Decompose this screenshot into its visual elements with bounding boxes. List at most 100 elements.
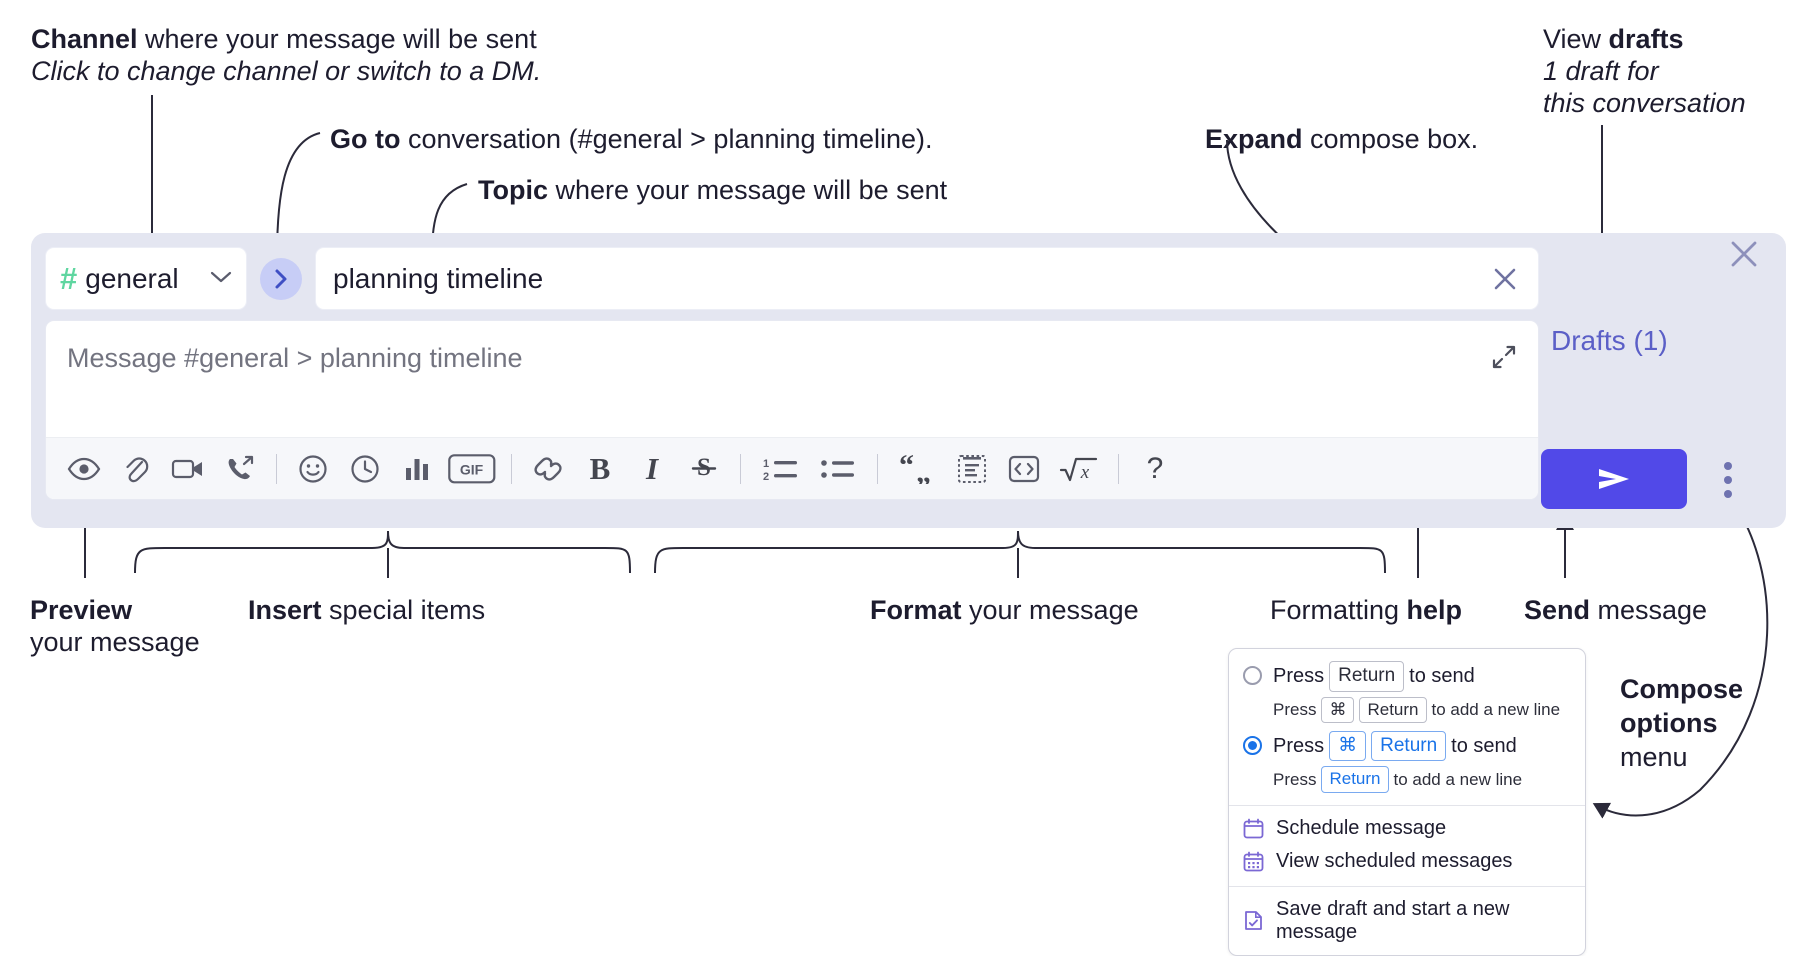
formatting-toolbar: GIF B I S 12 — [46, 437, 1538, 499]
annotation-goto: Go to conversation (#general > planning … — [330, 124, 933, 156]
strikethrough-icon[interactable]: S — [678, 443, 730, 495]
bold-label: B — [589, 450, 611, 486]
press-label: Press — [1273, 664, 1325, 687]
kebab-dot — [1724, 462, 1732, 470]
to-send-label: to send — [1409, 664, 1475, 687]
italic-label: I — [645, 450, 659, 486]
annotation-preview: Preview your message — [30, 595, 200, 659]
svg-text:“: “ — [899, 454, 914, 482]
toolbar-divider — [276, 453, 277, 484]
annotation-topic-bold: Topic — [478, 175, 548, 205]
preview-icon[interactable] — [58, 443, 110, 495]
key-return: Return — [1321, 766, 1389, 793]
annotation-preview-line2: your message — [30, 626, 200, 657]
go-to-conversation-button[interactable] — [260, 257, 302, 300]
key-return: Return — [1371, 730, 1447, 762]
send-option-cmd-return[interactable]: Press ⌘ Return to send Press Return to a… — [1229, 727, 1585, 797]
annotation-goto-rest: conversation (#general > planning timeli… — [400, 124, 933, 154]
gif-icon[interactable]: GIF — [443, 443, 501, 495]
message-placeholder: Message #general > planning timeline — [67, 343, 523, 373]
channel-selector[interactable]: # general — [45, 247, 247, 310]
message-input[interactable]: Message #general > planning timeline — [45, 320, 1539, 500]
annotation-drafts-bold: drafts — [1608, 24, 1684, 54]
link-icon[interactable] — [522, 443, 574, 495]
blockquote-icon[interactable]: “„ — [888, 443, 946, 495]
send-option-return[interactable]: Press Return to send Press ⌘ Return to a… — [1229, 657, 1585, 727]
drafts-link[interactable]: Drafts (1) — [1551, 325, 1668, 356]
code-block-icon[interactable] — [946, 443, 998, 495]
expand-icon[interactable] — [1484, 337, 1524, 377]
close-compose-button[interactable] — [1722, 232, 1766, 276]
annotation-goto-bold: Go to — [330, 124, 401, 154]
save-draft-icon — [1243, 910, 1264, 931]
svg-text:1: 1 — [763, 458, 769, 470]
radio-return[interactable] — [1243, 666, 1262, 685]
hash-icon: # — [60, 261, 77, 296]
menu-item-label: Save draft and start a new message — [1276, 897, 1510, 943]
close-icon[interactable] — [1482, 256, 1528, 302]
call-icon[interactable] — [214, 443, 266, 495]
help-icon[interactable]: ? — [1129, 443, 1181, 495]
help-label: ? — [1146, 451, 1164, 485]
bold-icon[interactable]: B — [574, 443, 626, 495]
newline-label: to add a new line — [1431, 699, 1561, 719]
annotation-format-rest: your message — [961, 595, 1139, 625]
annotation-compose-bold1: Compose — [1620, 674, 1744, 704]
calendar-grid-icon — [1243, 851, 1264, 872]
attachment-icon[interactable] — [110, 443, 162, 495]
chevron-right-icon — [275, 269, 287, 288]
emoji-icon[interactable] — [287, 443, 339, 495]
send-option-return-line: Press Return to send — [1273, 661, 1560, 692]
send-button[interactable] — [1541, 449, 1687, 509]
menu-item-save-draft[interactable]: Save draft and start a new message — [1229, 893, 1585, 949]
annotation-compose-options: Compose options menu — [1620, 672, 1743, 774]
annotation-send-rest: message — [1590, 595, 1708, 625]
send-option-cmd-return-sub: Press Return to add a new line — [1273, 766, 1523, 793]
annotation-drafts: View drafts 1 draft for this conversatio… — [1543, 24, 1746, 120]
menu-item-schedule-message[interactable]: Schedule message — [1229, 812, 1585, 845]
key-return: Return — [1359, 696, 1427, 723]
toolbar-divider — [1118, 453, 1119, 484]
menu-separator — [1229, 804, 1585, 806]
radio-cmd-return[interactable] — [1243, 735, 1262, 755]
menu-item-view-scheduled[interactable]: View scheduled messages — [1229, 845, 1585, 878]
poll-icon[interactable] — [391, 443, 443, 495]
press-label: Press — [1273, 699, 1317, 719]
channel-name: general — [85, 262, 179, 294]
video-icon[interactable] — [162, 443, 214, 495]
bullet-list-icon[interactable] — [809, 443, 867, 495]
toolbar-divider — [877, 453, 878, 484]
menu-separator — [1229, 885, 1585, 887]
annotation-send-bold: Send — [1524, 595, 1591, 625]
compose-header-row: # general planning timeline — [45, 247, 1539, 310]
compose-box: # general planning timeline Message #gen… — [31, 233, 1786, 528]
annotation-channel-italic: Click to change channel or switch to a D… — [31, 55, 542, 86]
send-option-cmd-return-line: Press ⌘ Return to send — [1273, 730, 1522, 762]
topic-field[interactable]: planning timeline — [315, 247, 1539, 310]
toolbar-divider — [511, 453, 512, 484]
annotation-topic-rest: where your message will be sent — [548, 175, 948, 205]
chevron-down-icon — [210, 268, 232, 289]
to-send-label: to send — [1451, 734, 1517, 757]
annotation-expand: Expand compose box. — [1205, 124, 1478, 156]
annotation-channel: Channel where your message will be sent … — [31, 24, 541, 88]
svg-text:x: x — [1080, 462, 1090, 483]
annotation-insert-bold: Insert — [248, 595, 322, 625]
annotation-drafts-italic1: 1 draft for — [1543, 55, 1659, 86]
key-return: Return — [1329, 661, 1405, 692]
kebab-dot — [1724, 490, 1732, 498]
svg-text:GIF: GIF — [460, 461, 484, 477]
annotation-help-pre: Formatting — [1270, 595, 1407, 625]
compose-options-button[interactable] — [1713, 458, 1743, 502]
send-icon — [1599, 469, 1629, 489]
code-icon[interactable] — [998, 443, 1050, 495]
press-label: Press — [1273, 734, 1325, 757]
compose-inner: # general planning timeline Message #gen… — [45, 247, 1539, 500]
clock-icon[interactable] — [339, 443, 391, 495]
annotation-insert-rest: special items — [321, 595, 486, 625]
newline-label: to add a new line — [1393, 769, 1523, 789]
math-icon[interactable]: x — [1050, 443, 1108, 495]
annotation-channel-bold: Channel — [31, 24, 138, 54]
italic-icon[interactable]: I — [626, 443, 678, 495]
